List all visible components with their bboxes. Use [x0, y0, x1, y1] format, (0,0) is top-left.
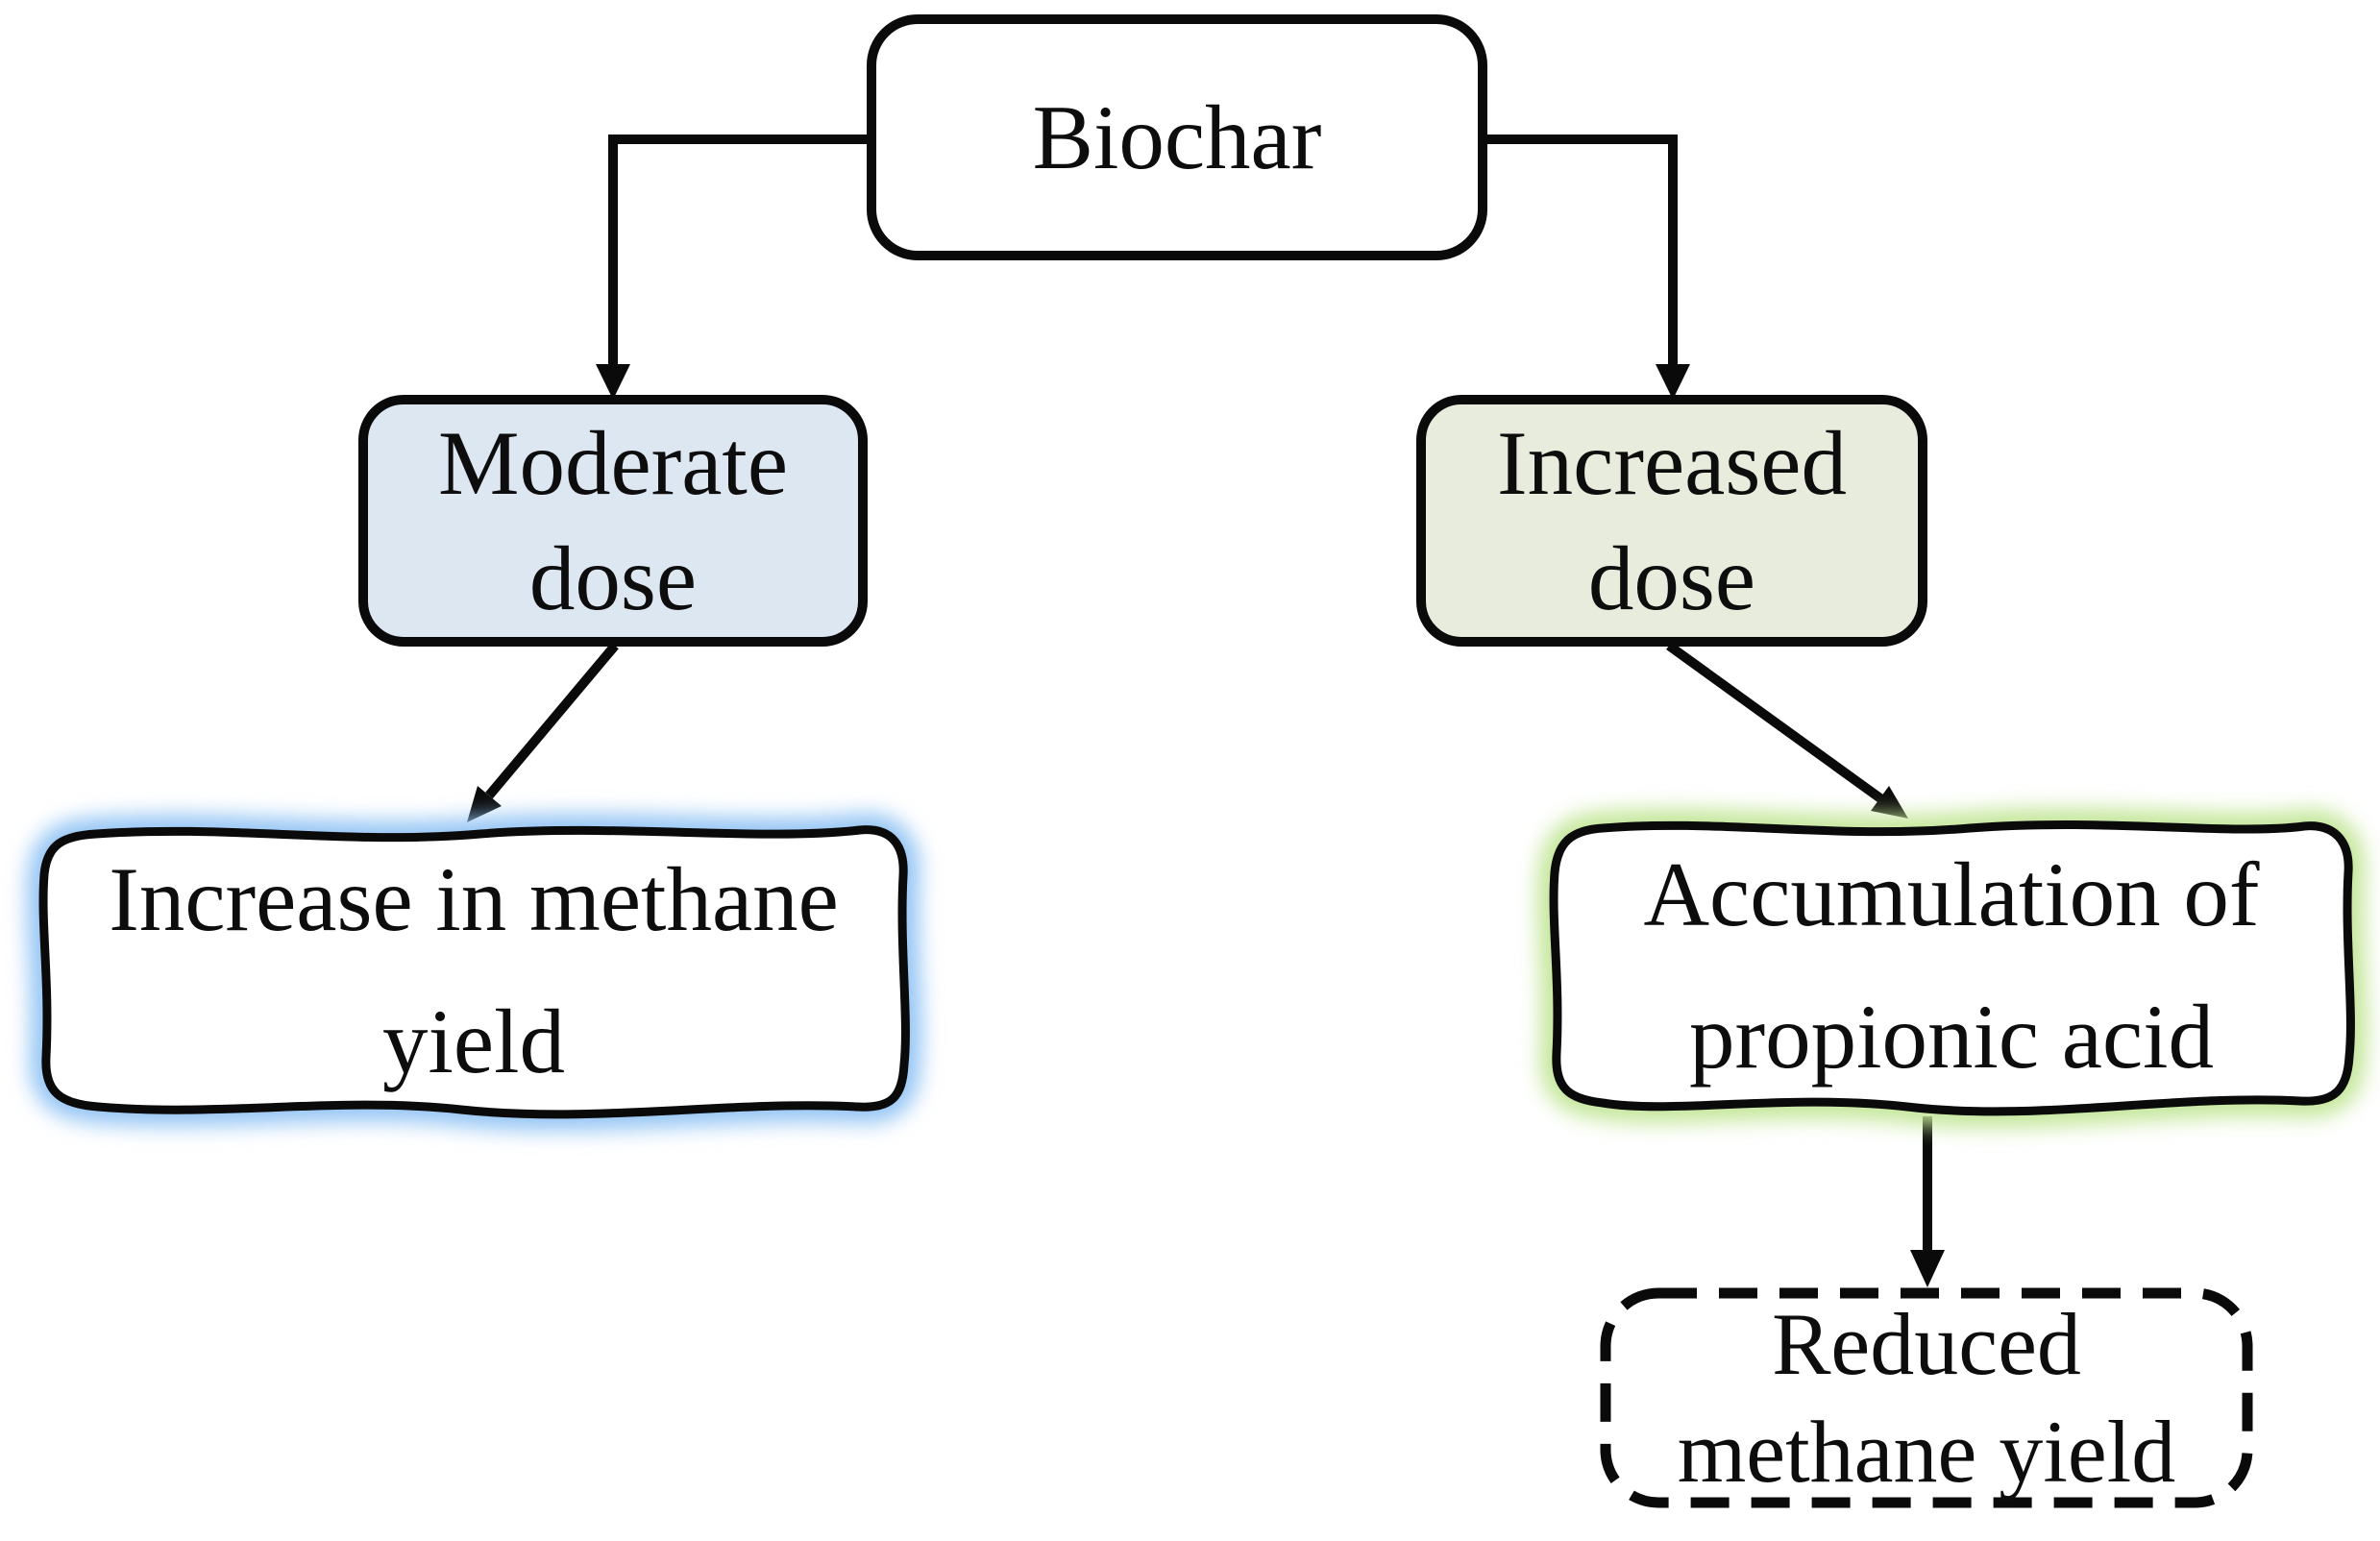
reduced-methane-box-shape [1600, 1287, 2253, 1508]
node-label-line: propionic acid [1688, 986, 2215, 1088]
arrowhead-icon [1871, 786, 1908, 819]
node-label: Biochar [1032, 86, 1322, 188]
methane-increase-box-shape [38, 825, 910, 1119]
increased-dose-box-shape [1416, 395, 1927, 647]
arrowhead-icon [467, 786, 502, 822]
edge-biochar-to-increased-dose [1483, 135, 1690, 400]
arrowhead-icon [1656, 364, 1690, 400]
node-biochar: Biochar [871, 19, 1483, 256]
node-label-line: Accumulation of [1643, 844, 2260, 945]
node-label-line: dose [1587, 527, 1756, 629]
node-label-line: Reduced [1772, 1295, 2081, 1393]
node-propionic-accumulation: Accumulation of propionic acid [1555, 828, 2348, 1103]
arrowhead-icon [596, 364, 630, 400]
node-methane-increase: Increase in methane yield [44, 834, 903, 1107]
edge-increased-dose-to-propionic [1666, 641, 1908, 819]
node-reduced-methane: Reduced methane yield [1606, 1293, 2247, 1503]
biochar-box-shape [867, 14, 1487, 260]
moderate-dose-box-shape [358, 395, 868, 647]
node-label-line: methane yield [1677, 1403, 2176, 1501]
edge-biochar-to-moderate-dose [596, 135, 870, 400]
node-label-line: Increased [1497, 412, 1847, 514]
node-increased-dose: Increased dose [1421, 400, 1923, 642]
node-label-line: yield [382, 991, 565, 1092]
node-label-line: Moderate [438, 412, 788, 514]
arrowhead-icon [1910, 1250, 1945, 1287]
node-label-line: Increase in methane [109, 848, 839, 950]
node-moderate-dose: Moderate dose [363, 400, 863, 642]
propionic-box-shape [1549, 819, 2355, 1116]
edge-propionic-to-reduced-methane [1910, 1116, 1945, 1287]
edge-moderate-dose-to-methane-increase [467, 642, 619, 822]
node-label-line: dose [528, 527, 698, 629]
